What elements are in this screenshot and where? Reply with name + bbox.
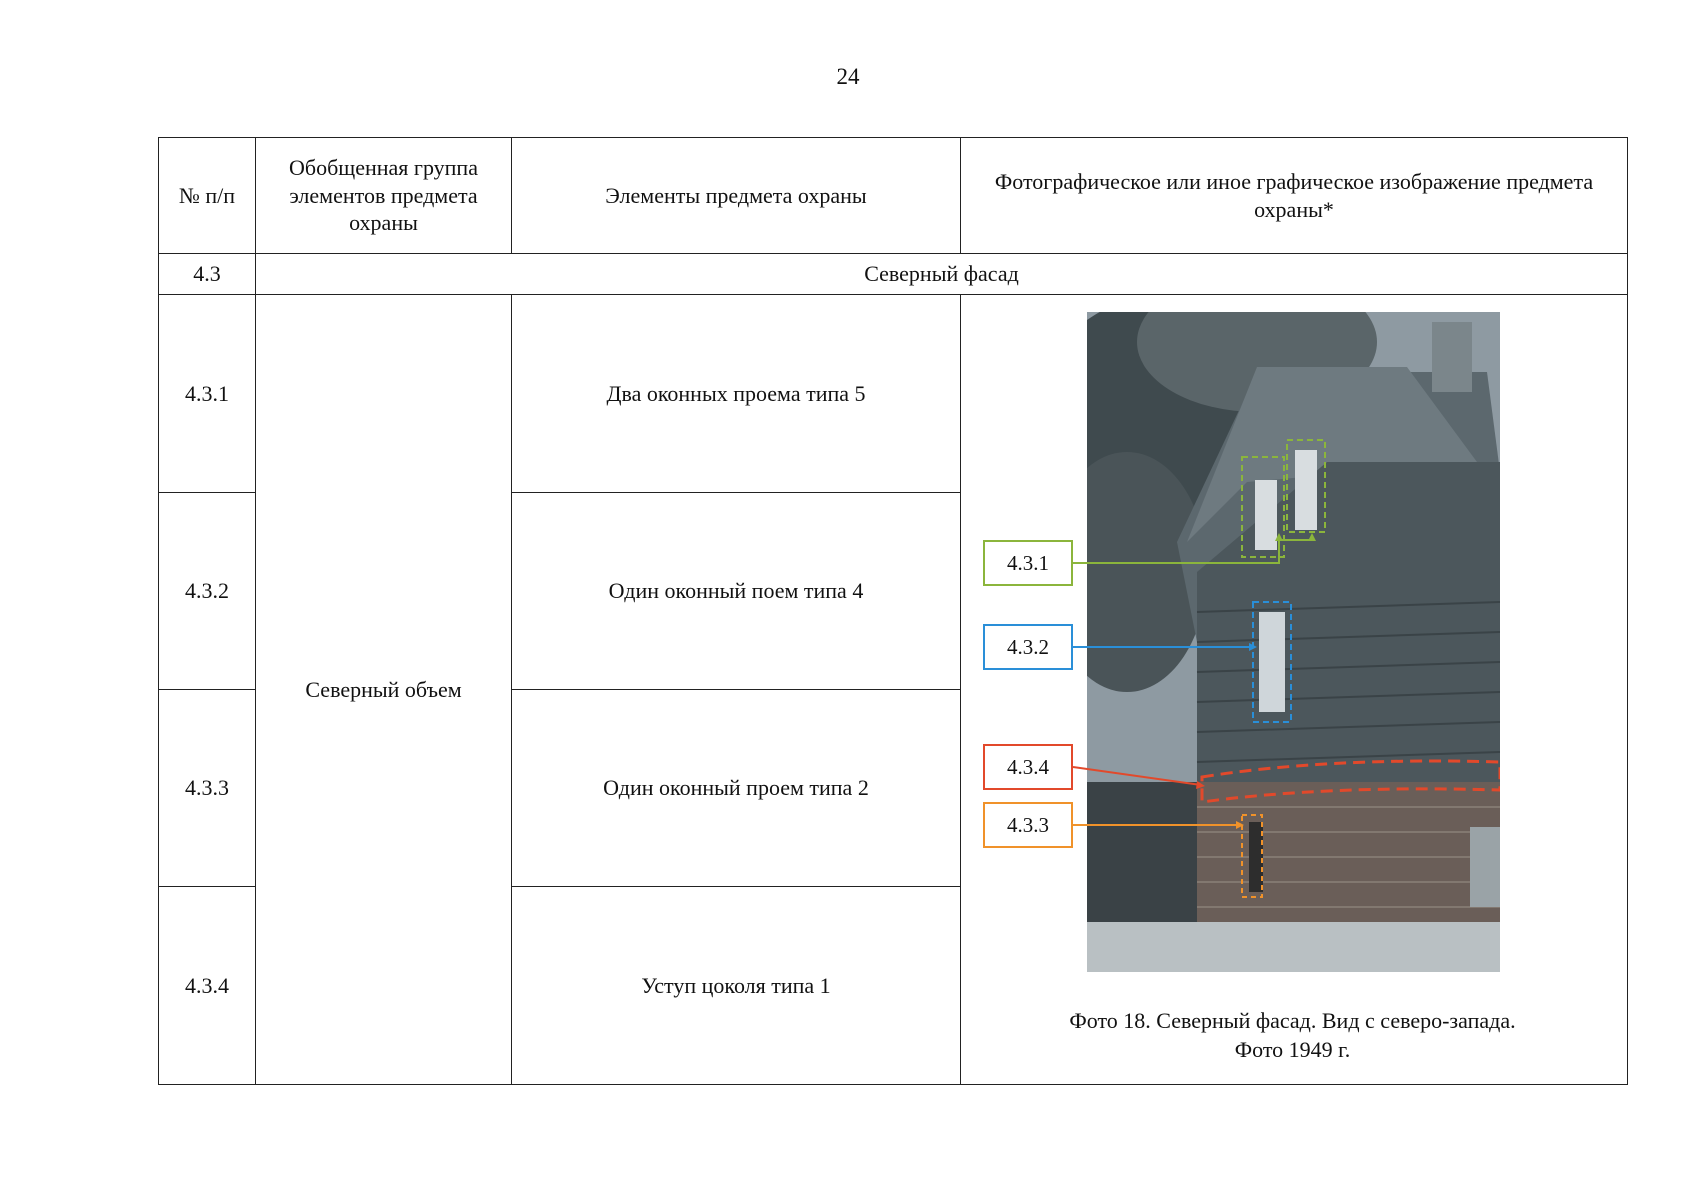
row-element: Один оконный поем типа 4: [511, 492, 961, 690]
table-row: 4.3.2 Один оконный поем типа 4: [158, 492, 1628, 690]
image-cell: 4.3.1 4.3.2 4.3.4 4.3.3 Фото 18. Северны…: [960, 294, 1628, 1085]
callout-4-3-4: 4.3.4: [983, 744, 1073, 790]
header-num: № п/п: [158, 137, 256, 254]
row-element: Два оконных проема типа 5: [511, 294, 961, 493]
table-row: 4.3.1 Северный объем Два оконных проема …: [158, 294, 1628, 1085]
row-element: Один оконный проем типа 2: [511, 689, 961, 887]
callout-4-3-2: 4.3.2: [983, 624, 1073, 670]
callout-4-3-3: 4.3.3: [983, 802, 1073, 848]
table-row: 4.3.4 Уступ цоколя типа 1: [158, 886, 1628, 1085]
caption-line-2: Фото 1949 г.: [1234, 1036, 1351, 1062]
section-num: 4.3: [158, 253, 256, 295]
header-row: № п/п Обобщенная группа элементов предме…: [158, 137, 1628, 254]
table-row: 4.3.3 Один оконный проем типа 2: [158, 689, 1628, 887]
row-num: 4.3.1: [158, 294, 256, 493]
section-row: 4.3 Северный фасад: [158, 253, 1628, 295]
row-num: 4.3.3: [158, 689, 256, 887]
header-image: Фотографическое или иное графическое изо…: [960, 137, 1628, 254]
figure: 4.3.1 4.3.2 4.3.4 4.3.3 Фото 18. Северны…: [961, 295, 1624, 1084]
section-title: Северный фасад: [255, 253, 1628, 295]
callout-4-3-1: 4.3.1: [983, 540, 1073, 586]
row-num: 4.3.2: [158, 492, 256, 690]
protection-table: № п/п Обобщенная группа элементов предме…: [158, 137, 1628, 1085]
caption-line-1: Фото 18. Северный фасад. Вид с северо-за…: [1069, 1008, 1516, 1033]
building-photo: [1087, 312, 1500, 972]
photo-drawing: [1087, 312, 1500, 972]
photo-caption: Фото 18. Северный фасад. Вид с северо-за…: [961, 1007, 1624, 1064]
group-name: Северный объем: [255, 294, 512, 1085]
row-element: Уступ цоколя типа 1: [511, 886, 961, 1085]
header-elements: Элементы предмета охраны: [511, 137, 961, 254]
header-group: Обобщенная группа элементов предмета охр…: [255, 137, 512, 254]
page-number: 24: [836, 64, 860, 89]
row-num: 4.3.4: [158, 886, 256, 1085]
